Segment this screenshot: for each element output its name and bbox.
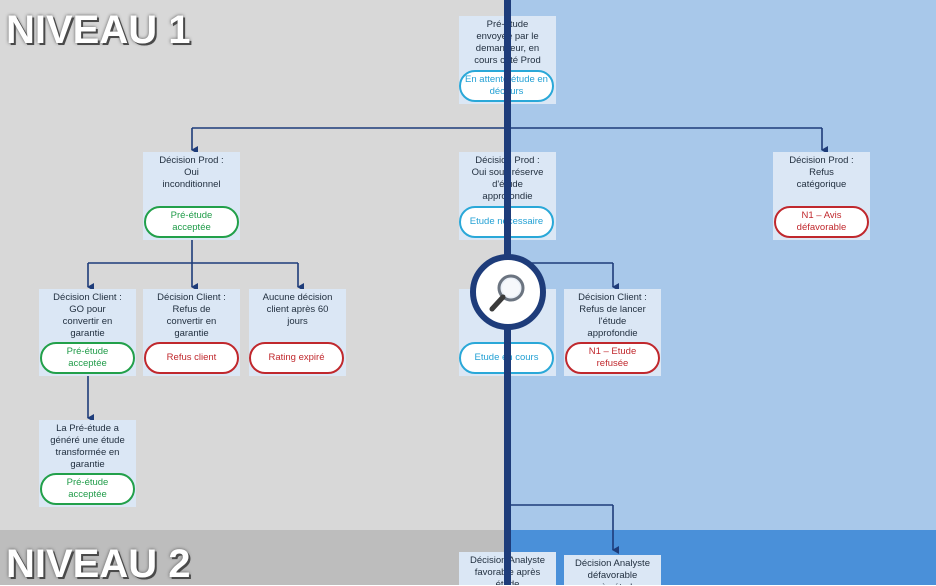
status-aucune-decision: Rating expiré — [249, 342, 344, 374]
node-analyste-defavorable: Décision Analyste défavorable après étud… — [564, 555, 661, 585]
node-client-refus-etude-label: Décision Client : Refus de lancer l'étud… — [578, 292, 647, 339]
node-client-refus-label: Décision Client : Refus de convertir en … — [157, 292, 226, 339]
status-client-go: Pré-étude acceptée — [40, 342, 135, 374]
status-prod-oui: Pré-étude acceptée — [144, 206, 239, 238]
node-analyste-defavorable-label: Décision Analyste défavorable après étud… — [575, 558, 650, 585]
node-client-go-label: Décision Client : GO pour convertir en g… — [53, 292, 122, 339]
level1-right-background — [508, 0, 936, 530]
node-transformee-label: La Pré-étude a généré une étude transfor… — [50, 423, 125, 470]
level1-title: NIVEAU 1 — [6, 8, 191, 52]
comparison-slider-handle[interactable] — [470, 254, 546, 330]
node-prod-refus-label: Décision Prod : Refus catégorique — [789, 155, 854, 190]
status-client-refus: Refus client — [144, 342, 239, 374]
level2-title: NIVEAU 2 — [6, 542, 191, 586]
status-prod-refus: N1 – Avis défavorable — [774, 206, 869, 238]
magnifier-icon — [489, 274, 525, 312]
status-client-refus-etude: N1 – Etude refusée — [565, 342, 660, 374]
node-aucune-decision-label: Aucune décision client après 60 jours — [262, 292, 333, 327]
level2-left-background — [0, 530, 508, 585]
status-transformee: Pré-étude acceptée — [40, 473, 135, 505]
node-prod-oui-label: Décision Prod : Oui inconditionnel — [159, 155, 224, 190]
